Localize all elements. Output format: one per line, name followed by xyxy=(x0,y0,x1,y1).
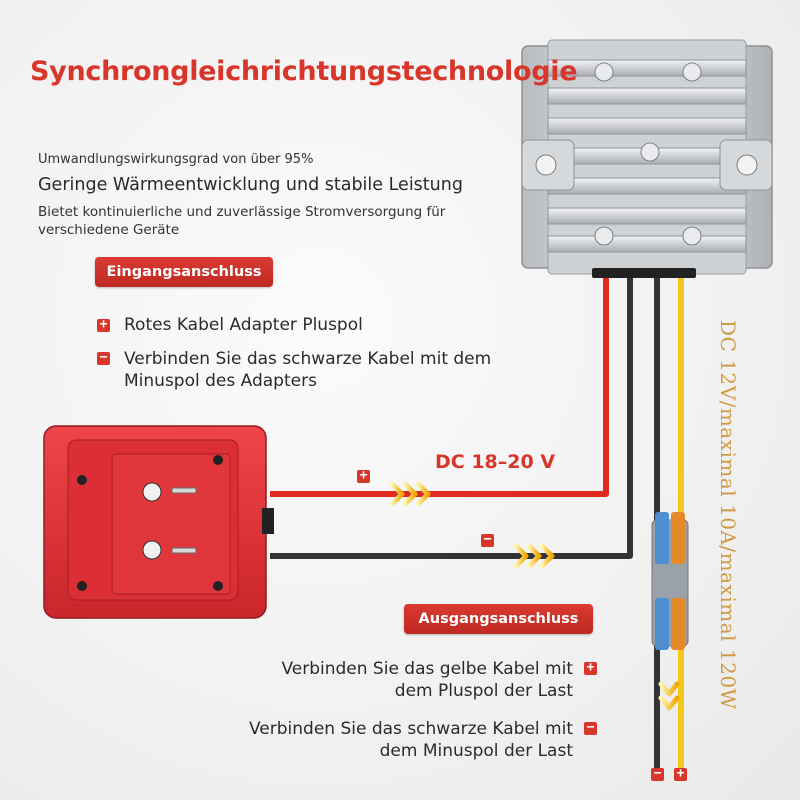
plus-sign-icon: + xyxy=(357,469,370,483)
minus-sign-icon: − xyxy=(584,721,597,735)
minus-sign-icon: − xyxy=(97,351,110,365)
plus-sign-icon: + xyxy=(584,661,597,675)
input-voltage-label: DC 18–20 V xyxy=(435,451,556,473)
input-section-label: Eingangsanschluss xyxy=(95,257,273,287)
output-section-label: Ausgangsanschluss xyxy=(404,604,593,634)
output-plus-text: Verbinden Sie das gelbe Kabel mit dem Pl… xyxy=(281,659,573,701)
output-minus-text: Verbinden Sie das schwarze Kabel mit dem… xyxy=(249,719,573,761)
heat-text: Geringe Wärmeentwicklung und stabile Lei… xyxy=(38,175,463,195)
plus-sign-icon: + xyxy=(97,318,110,332)
converter-module xyxy=(521,39,773,278)
arrow-chevron-icon xyxy=(658,681,680,711)
lever-wire-connector xyxy=(651,512,689,650)
page-title: Synchrongleichrichtungstechnologie xyxy=(30,56,578,87)
output-spec-container: DC 12V/maximal 10A/maximal 120W xyxy=(703,320,753,760)
minus-sign-icon: − xyxy=(651,767,664,781)
supply-text: Bietet kontinuierliche und zuverlässige … xyxy=(38,204,446,238)
arrow-chevron-icon xyxy=(389,481,555,569)
plus-sign-icon: + xyxy=(674,767,687,781)
battery-adapter xyxy=(43,425,274,619)
minus-sign-icon: − xyxy=(481,533,494,547)
input-plus-text: Rotes Kabel Adapter Pluspol xyxy=(124,315,363,335)
efficiency-text: Umwandlungswirkungsgrad von über 95% xyxy=(38,152,314,167)
input-minus-text: Verbinden Sie das schwarze Kabel mit dem… xyxy=(124,349,492,391)
output-spec-text: DC 12V/maximal 10A/maximal 120W xyxy=(716,320,740,710)
